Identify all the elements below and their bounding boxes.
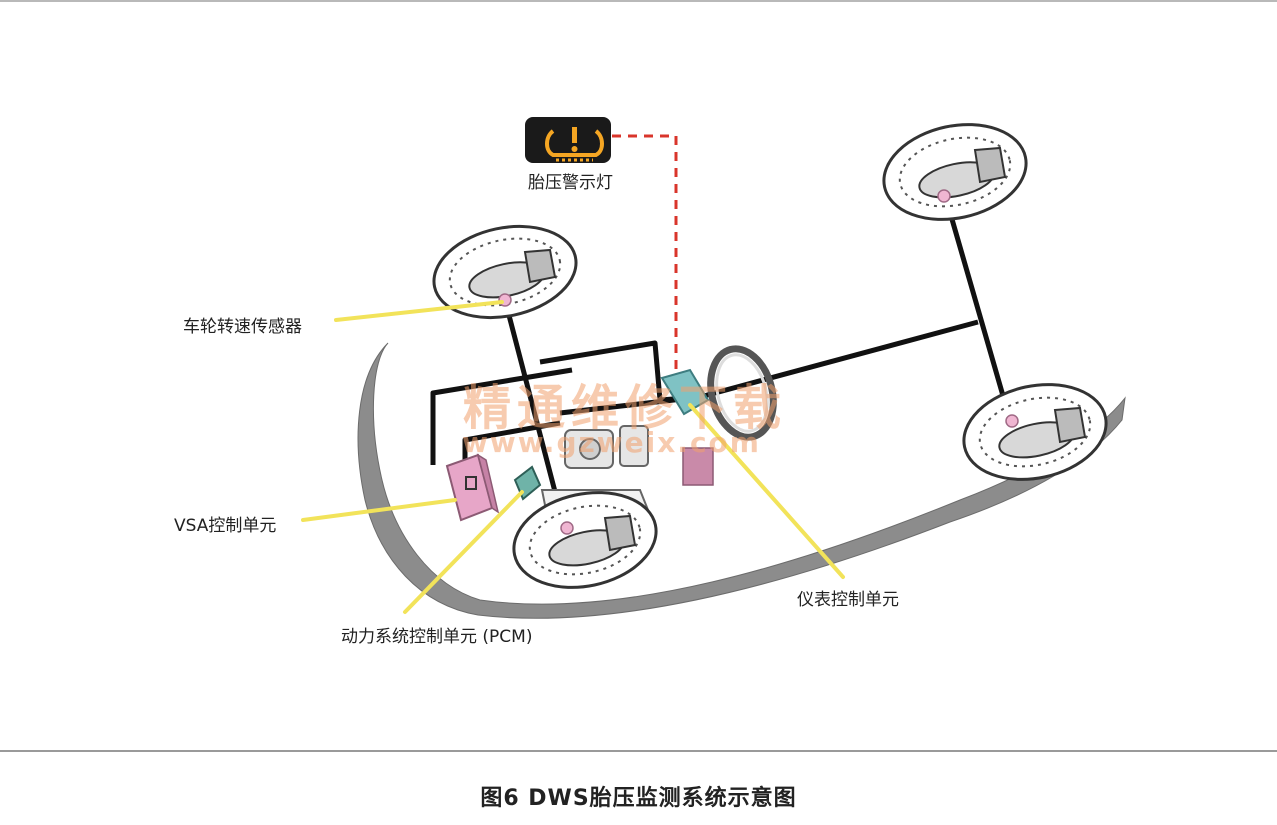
wheel-speed-sensor-fl [498, 293, 512, 307]
wheel-speed-sensor-rl [560, 521, 574, 535]
tpms-warning-icon [525, 117, 611, 163]
top-rule [0, 0, 1277, 2]
figure-caption: 图6 DWS胎压监测系统示意图 [480, 786, 797, 811]
meter-control-unit [660, 368, 714, 486]
wheel-speed-sensor-fr [937, 189, 951, 203]
watermark-text: 精通维修下载 [463, 380, 788, 436]
wheel-front-right [882, 123, 1028, 221]
leader-wheel-speed-sensor [334, 300, 504, 322]
leader-vsa [301, 498, 457, 522]
signal-dashed-line [612, 134, 678, 378]
wheel-speed-sensor-rr [1005, 414, 1019, 428]
bottom-rule [0, 750, 1277, 752]
label-meter-control-unit: 仪表控制单元 [797, 590, 899, 610]
wheel-front-left [432, 224, 578, 320]
label-vsa-control-unit: VSA控制单元 [174, 516, 277, 536]
wheel-rear-left [512, 491, 658, 589]
label-pcm: 动力系统控制单元 (PCM) [341, 627, 533, 647]
leader-meter [688, 403, 845, 579]
label-tpms-lamp: 胎压警示灯 [528, 173, 613, 193]
steering-wheel [707, 345, 777, 441]
vsa-control-unit [445, 453, 500, 522]
car-body-outline [357, 342, 1126, 619]
wheel-rear-right [962, 383, 1108, 481]
label-wheel-speed-sensor: 车轮转速传感器 [183, 317, 302, 337]
leader-pcm [403, 490, 524, 614]
watermark-url: www.gzweix.com [462, 426, 761, 459]
